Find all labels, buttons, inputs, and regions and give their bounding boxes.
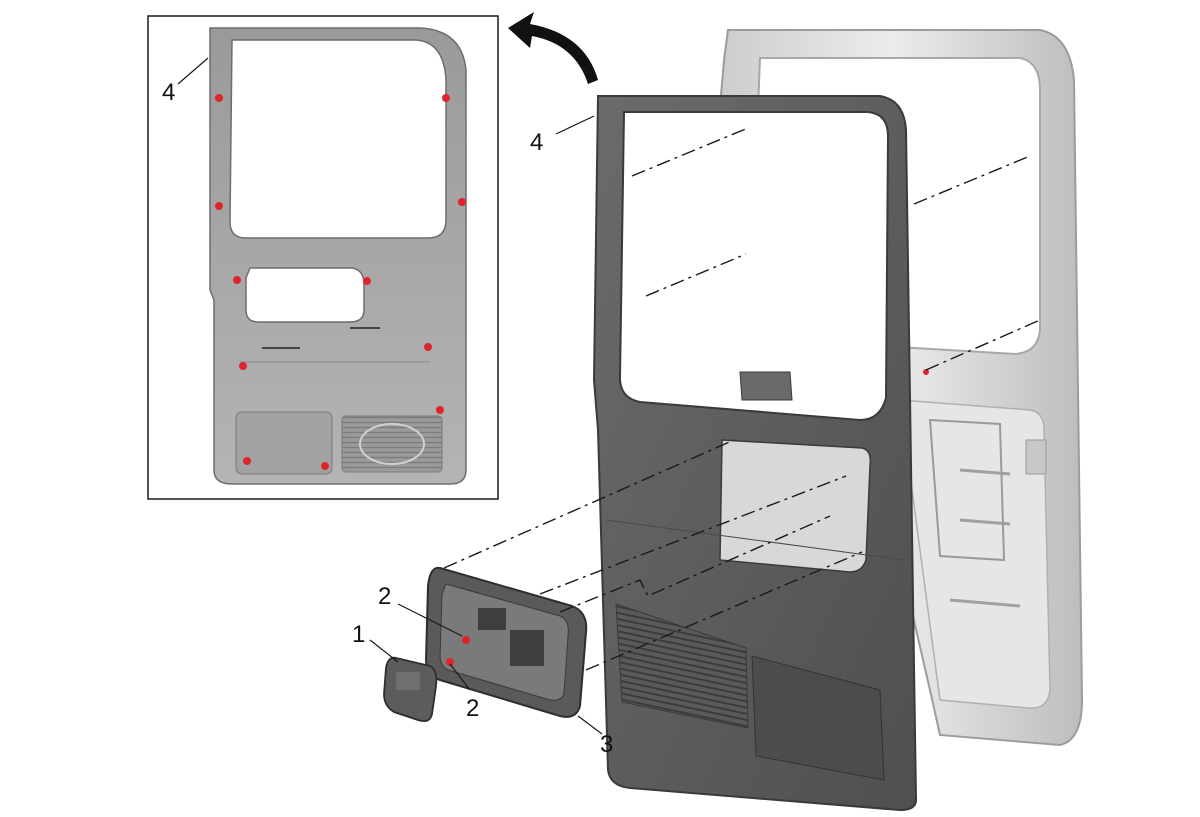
trim-map-pocket [751,655,885,781]
leader-line-2b [449,663,471,691]
callout-4-inset: 4 [162,79,175,106]
alignment-line [645,253,747,297]
door-hinge [1025,439,1047,475]
inset-fastener [321,462,329,470]
trim-top-notch [739,371,793,401]
inset-fastener [442,94,450,102]
callout-1: 1 [352,621,365,648]
alignment-line [585,551,863,671]
bezel-fastener [446,658,454,666]
bezel-handle-slot [478,608,506,630]
bezel-fastener [462,636,470,644]
leader-line-1 [369,639,399,663]
inset-window-opening [229,39,447,239]
inset-fastener [363,277,371,285]
inset-fastener [424,343,432,351]
rotation-arrow-icon [508,12,598,84]
callout-4-main: 4 [530,129,543,156]
inset-speaker-ring [359,423,425,465]
callout-2-lower: 2 [466,695,479,722]
inset-fastener [458,198,466,206]
inset-fastener [215,94,223,102]
door-inner-ribs [949,468,1021,608]
alignment-line [925,319,1041,371]
callout-3: 3 [600,731,613,758]
leader-line-3 [577,715,603,735]
inset-fastener [233,276,241,284]
leader-line-4 [555,115,595,135]
bezel-lock-slot [510,630,544,666]
inset-fastener [239,362,247,370]
bezel-inner-recess [439,583,569,701]
door-latch-bracket [928,418,1006,562]
alignment-lines [443,127,1041,671]
inset-speaker-grille [341,415,443,473]
alignment-line [539,475,847,595]
leader-lines [369,115,603,735]
leader-line-2a [397,603,463,637]
trim-handle-opening [719,439,872,573]
inset-leader-line [177,57,209,85]
alignment-line [913,155,1031,205]
trim-window-opening [618,111,890,422]
callout-2-upper: 2 [378,583,391,610]
handle-bezel-part-3 [424,566,588,718]
inset-fasteners [215,94,466,470]
cover-inner-face [396,672,420,690]
inset-map-pocket [235,411,333,475]
alignment-line [443,439,735,569]
inset-fastener [436,406,444,414]
door-trim-panel [592,95,918,812]
door-inner-panel [899,399,1051,709]
alignment-line [631,127,749,177]
inset-view: 4 [147,15,499,500]
inset-fastener [243,457,251,465]
inset-fastener [215,202,223,210]
screw-cover-part-1 [383,656,438,723]
door-fastener [923,369,929,375]
inset-handle-opening [245,267,365,323]
trim-crease-line [605,519,905,561]
trim-speaker-grille [615,603,749,729]
